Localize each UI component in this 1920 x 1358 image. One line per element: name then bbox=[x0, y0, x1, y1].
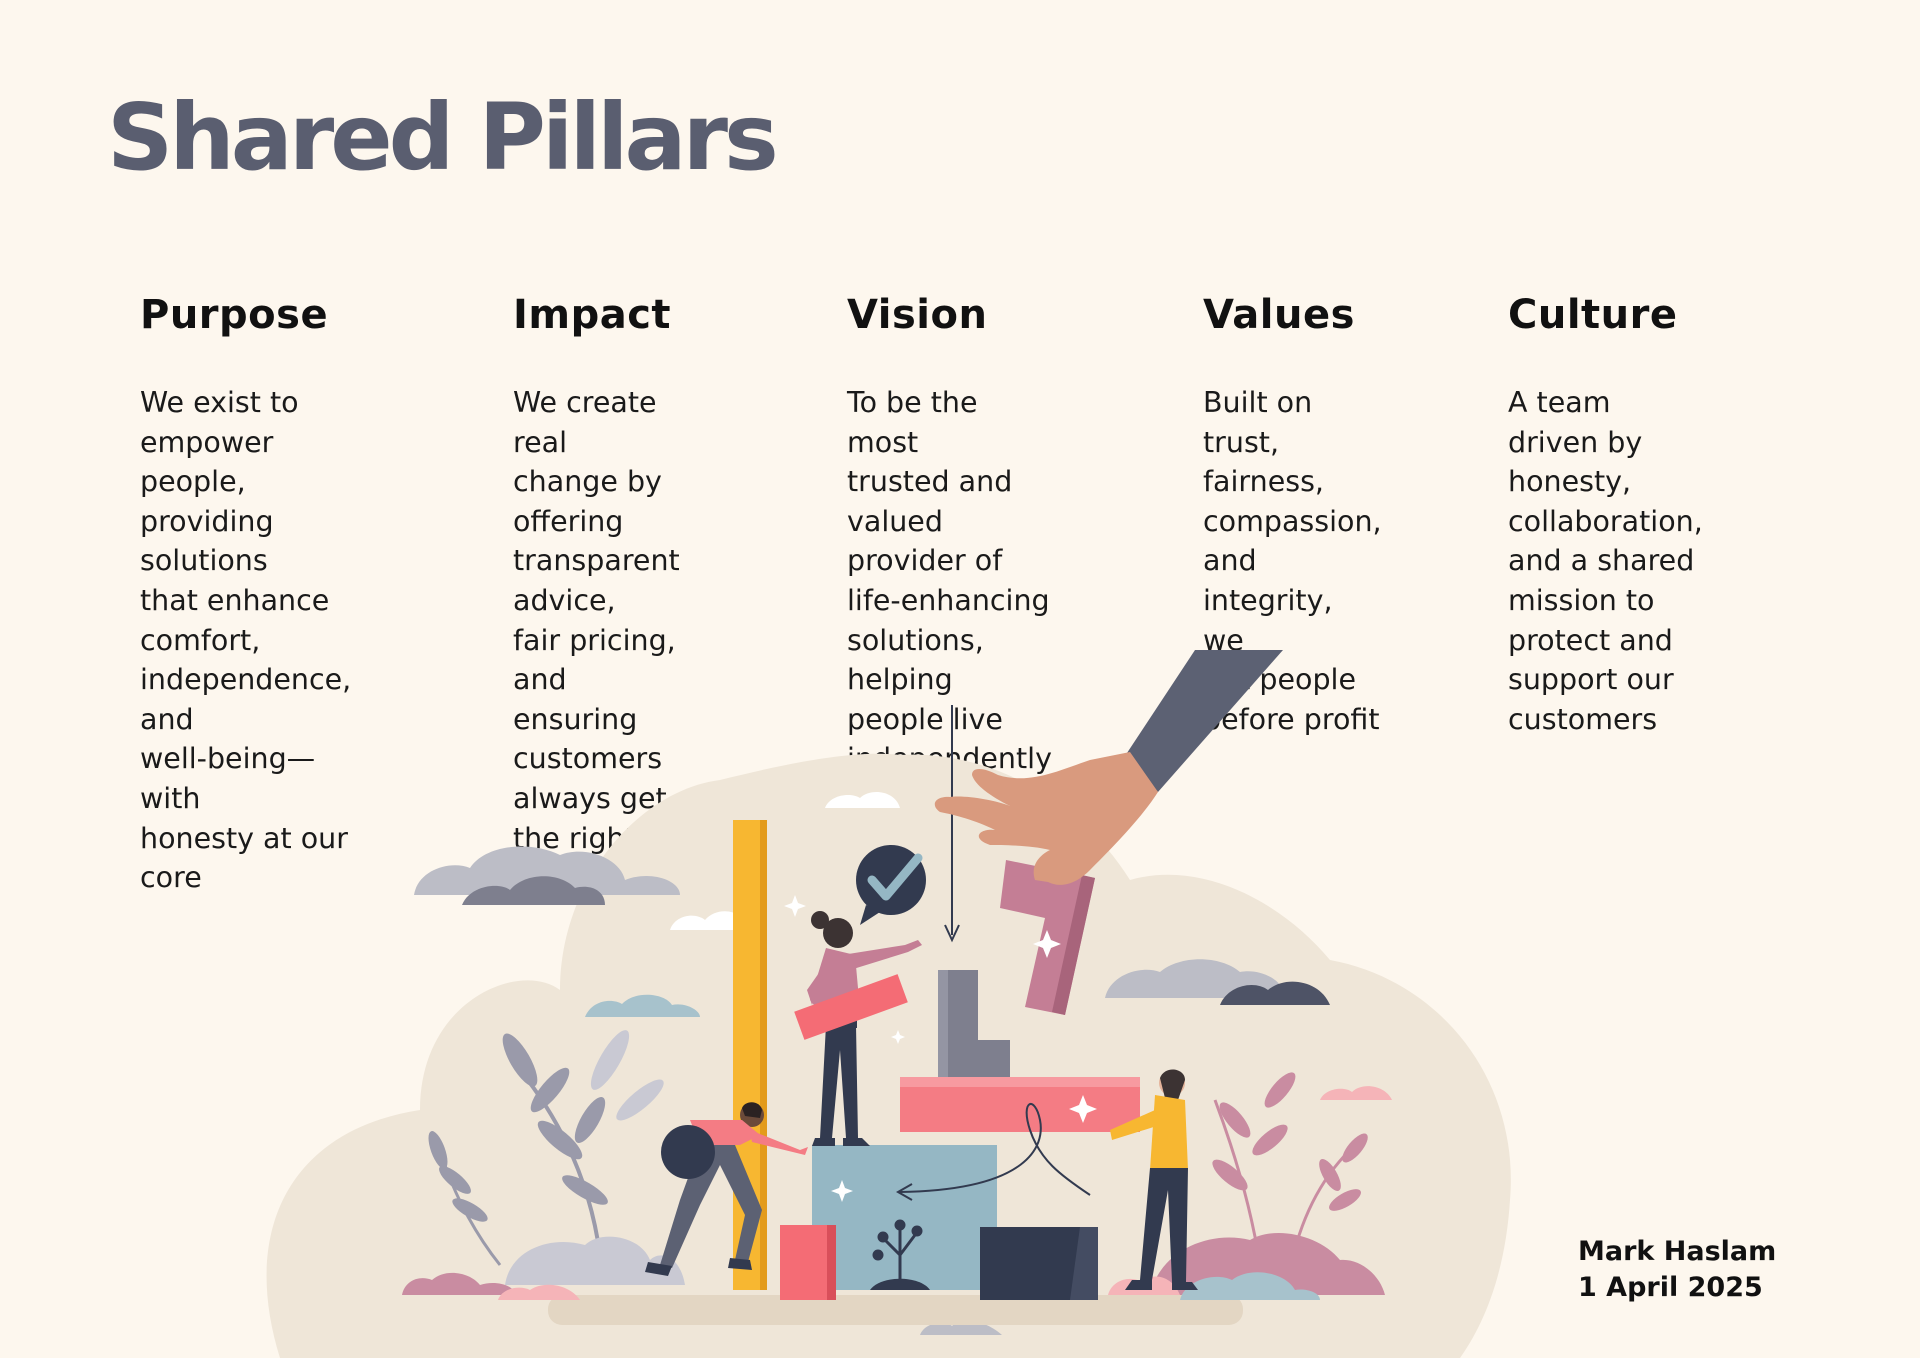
sleeve bbox=[1125, 650, 1283, 792]
plant-icon bbox=[590, 1030, 664, 1121]
pillar-purpose: Purpose We exist to empower people, prov… bbox=[140, 292, 351, 894]
yellow-pillar-shade bbox=[760, 820, 767, 1290]
block-pink-long-shade bbox=[900, 1077, 1140, 1087]
pillar-heading: Impact bbox=[513, 292, 672, 338]
curved-arrow-icon bbox=[895, 1103, 1091, 1201]
bush-icon bbox=[402, 1272, 515, 1295]
pillar-impact: Impact We create real change by offering… bbox=[513, 292, 680, 894]
cloud-icon bbox=[825, 792, 900, 808]
bush-icon bbox=[498, 1284, 580, 1300]
pillar-description: We exist to empower people, providing so… bbox=[140, 386, 352, 895]
cloud-icon bbox=[585, 994, 700, 1017]
bush-icon bbox=[1180, 1272, 1320, 1300]
cloud-icon bbox=[1320, 1086, 1392, 1100]
bush-icon bbox=[505, 1236, 685, 1285]
hand-icon bbox=[934, 752, 1158, 885]
person-woman bbox=[794, 911, 922, 1146]
pillar-heading: Culture bbox=[1508, 292, 1678, 338]
pillar-culture: Culture A team driven by honesty, collab… bbox=[1508, 292, 1703, 736]
person-man-left bbox=[645, 1102, 808, 1276]
check-bubble-icon bbox=[856, 845, 926, 925]
pillar-heading: Purpose bbox=[140, 292, 329, 338]
block-gray-l-shade bbox=[938, 970, 948, 1077]
arrow-down-icon bbox=[944, 705, 960, 943]
block-red-shade bbox=[827, 1225, 836, 1300]
block-navy bbox=[980, 1227, 1098, 1300]
pillar-values: Values Built on trust, fairness, compass… bbox=[1203, 292, 1382, 736]
block-red bbox=[780, 1225, 836, 1300]
cloud-icon bbox=[1105, 959, 1330, 1005]
ground-strip bbox=[548, 1295, 1243, 1325]
block-navy-shade bbox=[1070, 1227, 1098, 1300]
pillar-description: To be the most trusted and valued provid… bbox=[847, 386, 1052, 855]
author-date: 1 April 2025 bbox=[1578, 1272, 1763, 1303]
page-title: Shared Pillars bbox=[107, 84, 779, 191]
cloud-icon bbox=[670, 911, 750, 930]
block-mauve-shade bbox=[1052, 875, 1095, 1015]
pillar-vision: Vision To be the most trusted and valued… bbox=[847, 292, 1052, 855]
pillar-heading: Values bbox=[1203, 292, 1355, 338]
block-gray-l bbox=[938, 970, 1010, 1077]
pillar-description: A team driven by honesty, collaboration,… bbox=[1508, 386, 1703, 736]
person-man-right bbox=[1110, 1069, 1198, 1290]
cloud-icon bbox=[414, 846, 680, 905]
pillar-description: We create real change by offering transp… bbox=[513, 386, 680, 894]
pillar-description: Built on trust, fairness, compassion, an… bbox=[1203, 386, 1382, 736]
sparkle-icon bbox=[784, 895, 1097, 1202]
author-name: Mark Haslam bbox=[1578, 1236, 1777, 1267]
plant-icon bbox=[428, 1033, 608, 1266]
block-blue bbox=[812, 1145, 997, 1290]
pillar-heading: Vision bbox=[847, 292, 988, 338]
author-block: Mark Haslam 1 April 2025 bbox=[1578, 1234, 1776, 1306]
sprout-icon bbox=[870, 1219, 930, 1290]
